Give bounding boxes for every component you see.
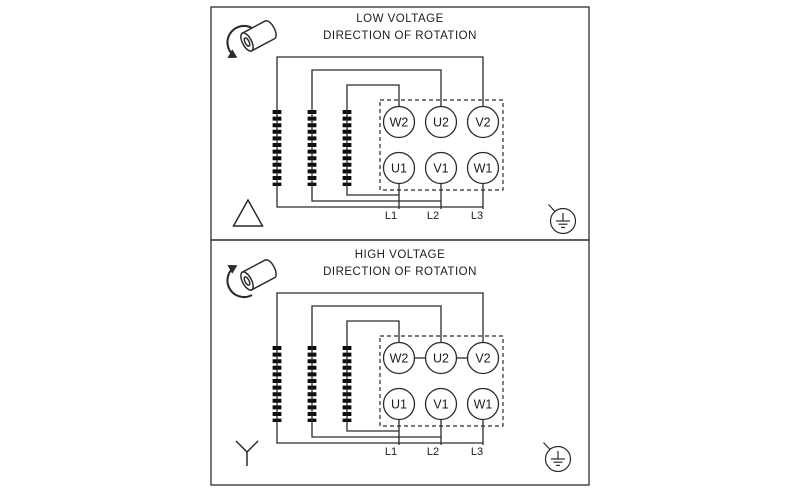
supply-line-label-l3: L3 <box>471 446 483 458</box>
terminal-label: U1 <box>391 398 407 412</box>
rotation-arrow-icon <box>226 24 253 58</box>
ground-icon <box>543 442 572 473</box>
terminal-label: V2 <box>475 352 490 366</box>
ground-icon <box>548 204 577 235</box>
terminal-v1: V1 <box>424 387 458 421</box>
panel-title: HIGH VOLTAGE <box>355 249 446 261</box>
rotation-cw-icon <box>226 258 277 299</box>
terminal-board-outline <box>379 335 504 427</box>
terminal-board-outline <box>379 99 504 191</box>
terminal-circle <box>382 387 416 421</box>
shaft-icon <box>240 258 277 291</box>
terminal-v2: V2 <box>466 341 500 375</box>
terminal-circle <box>424 341 458 375</box>
jumper-wire-middle <box>311 69 442 202</box>
terminal-v1: V1 <box>424 151 458 185</box>
jumper-wire-inner <box>346 84 400 196</box>
supply-line-label-l2: L2 <box>427 446 439 458</box>
terminal-u1: U1 <box>382 151 416 185</box>
rotation-ccw-icon <box>226 19 277 58</box>
terminal-label: U1 <box>391 162 407 176</box>
terminal-label: W1 <box>474 398 493 412</box>
wye-symbol-icon <box>235 440 259 466</box>
jumper-wire-middle <box>311 305 442 438</box>
panel-subtitle: DIRECTION OF ROTATION <box>323 266 477 278</box>
panel-subtitle: DIRECTION OF ROTATION <box>323 30 477 42</box>
supply-line-label-l1: L1 <box>385 446 397 458</box>
terminal-label: U2 <box>433 352 449 366</box>
terminal-circle <box>382 105 416 139</box>
terminal-circle <box>424 105 458 139</box>
panel-border <box>210 239 590 486</box>
wiring-lines <box>276 56 484 209</box>
supply-line-label-l2: L2 <box>427 210 439 222</box>
terminal-label: W2 <box>390 116 409 130</box>
supply-line-label-l3: L3 <box>471 210 483 222</box>
terminal-label: W2 <box>390 352 409 366</box>
jumper-wire-inner <box>346 320 400 432</box>
terminal-label: V2 <box>475 116 490 130</box>
terminal-w2: W2 <box>382 341 416 375</box>
terminal-w1: W1 <box>466 151 500 185</box>
terminal-circle <box>466 151 500 185</box>
high-voltage-panel: HIGH VOLTAGE DIRECTION OF ROTATION <box>210 239 590 486</box>
shaft-icon <box>240 19 277 52</box>
low-voltage-panel: LOW VOLTAGE DIRECTION OF ROTATION <box>210 6 590 241</box>
terminal-u2: U2 <box>424 341 458 375</box>
terminal-circle <box>466 387 500 421</box>
terminal-circle <box>382 151 416 185</box>
terminal-circle <box>424 387 458 421</box>
jumper-wire-outer <box>276 292 484 444</box>
terminal-link-bars <box>272 110 352 186</box>
terminal-link-bars <box>272 346 352 422</box>
jumper-wire-outer <box>276 56 484 208</box>
terminal-circle <box>466 341 500 375</box>
panel-title: LOW VOLTAGE <box>356 13 444 25</box>
terminal-w2: W2 <box>382 105 416 139</box>
terminal-label: V1 <box>433 398 448 412</box>
rotation-arrow-icon <box>226 265 253 299</box>
terminal-label: V1 <box>433 162 448 176</box>
terminal-circle <box>466 105 500 139</box>
terminal-u1: U1 <box>382 387 416 421</box>
terminal-circle <box>382 341 416 375</box>
terminal-v2: V2 <box>466 105 500 139</box>
terminal-label: U2 <box>433 116 449 130</box>
terminal-w1: W1 <box>466 387 500 421</box>
supply-line-label-l1: L1 <box>385 210 397 222</box>
terminal-circle <box>424 151 458 185</box>
terminal-label: W1 <box>474 162 493 176</box>
delta-symbol-icon <box>232 198 264 227</box>
terminal-u2: U2 <box>424 105 458 139</box>
wiring-lines <box>276 292 484 445</box>
